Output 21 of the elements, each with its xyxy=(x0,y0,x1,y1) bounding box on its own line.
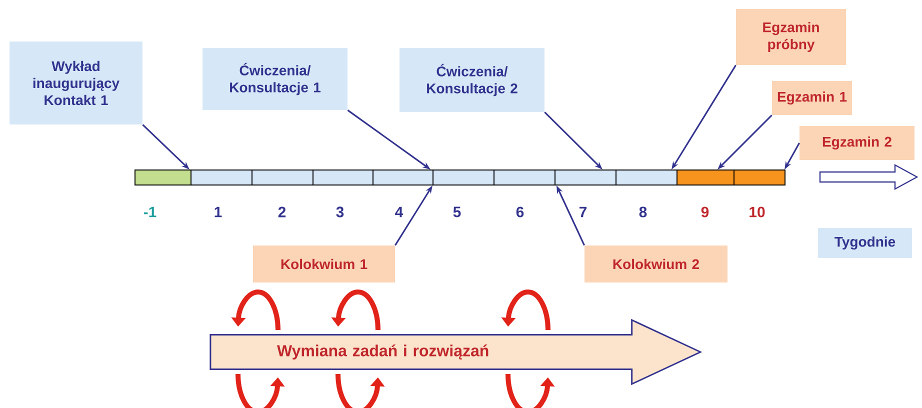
test-box: Kolokwium 2 xyxy=(584,246,728,282)
exam-box: Egzamin próbny xyxy=(736,9,846,65)
week-number: 4 xyxy=(395,206,404,218)
week-number: -1 xyxy=(144,206,156,218)
week-number: 3 xyxy=(336,206,344,218)
exam-box: Egzamin 2 xyxy=(800,126,914,160)
week-number: 6 xyxy=(516,206,524,218)
callout-box: Ćwiczenia/ Konsultacje 2 xyxy=(400,48,544,112)
callout-box: Ćwiczenia/ Konsultacje 1 xyxy=(202,48,348,110)
week-number: 1 xyxy=(214,206,222,218)
timeline-bar xyxy=(134,170,786,186)
callout-box: Wykład inaugurujący Kontakt 1 xyxy=(10,42,142,124)
week-number: 7 xyxy=(579,206,587,218)
exam-box: Egzamin 1 xyxy=(772,81,852,115)
test-box: Kolokwium 1 xyxy=(253,246,395,282)
week-number: 5 xyxy=(453,206,461,218)
week-number: 8 xyxy=(639,206,647,218)
label-box: Tygodnie xyxy=(818,228,912,258)
week-number: 2 xyxy=(278,206,286,218)
week-number: 9 xyxy=(701,206,709,218)
week-number: 10 xyxy=(750,206,765,218)
